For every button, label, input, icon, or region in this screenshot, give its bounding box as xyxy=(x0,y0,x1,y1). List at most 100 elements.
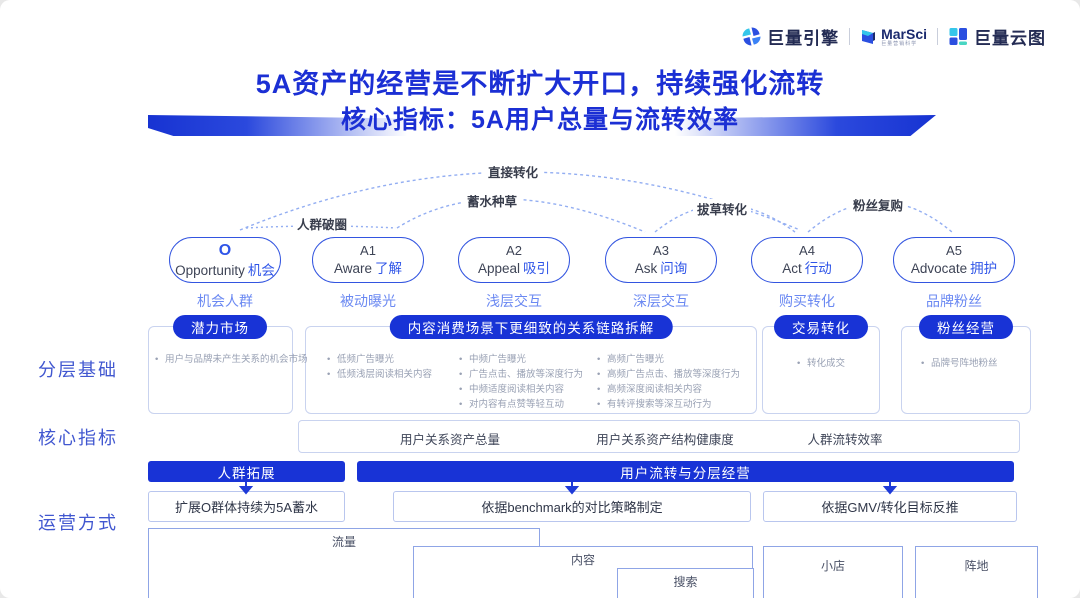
core-metrics-box xyxy=(298,420,1020,453)
bullet-item: 高频广告点击、播放等深度行为 xyxy=(596,367,740,382)
row-label-operation-mode: 运营方式 xyxy=(38,513,118,533)
bullet-item: 高频深度阅读相关内容 xyxy=(596,382,740,397)
bullet-item: 中频广告曝光 xyxy=(458,352,583,367)
brand-marsci-sublabel: 巨量营销科学 xyxy=(881,40,918,47)
bullet-item: 中频适度阅读相关内容 xyxy=(458,382,583,397)
stage-sublabel-act: 购买转化 xyxy=(779,293,835,309)
bullet-list-high-frequency: 高频广告曝光 高频广告点击、播放等深度行为 高频深度阅读相关内容 有转评搜索等深… xyxy=(596,352,740,412)
bullet-item: 有转评搜索等深互动行为 xyxy=(596,397,740,412)
stage-name-zh: 拥护 xyxy=(970,260,998,276)
stage-name-zh: 机会 xyxy=(247,262,275,278)
stage-name-en: Ask xyxy=(634,260,658,276)
arc-label-fan-repurchase: 粉丝复购 xyxy=(848,195,908,214)
arc-label-seeding: 蓄水种草 xyxy=(462,191,522,210)
bullet-item: 广告点击、播放等深度行为 xyxy=(458,367,583,382)
channel-box-search: 搜索 xyxy=(617,568,754,598)
yuntu-blocks-icon xyxy=(949,28,967,45)
channel-box-shop: 小店 xyxy=(763,546,903,598)
stage-sublabel-opportunity: 机会人群 xyxy=(197,293,253,309)
metric-structure-health: 用户关系资产结构健康度 xyxy=(596,433,734,447)
brand-marsci: MarSci 巨量营销科学 xyxy=(860,27,927,47)
stage-code: A5 xyxy=(946,242,962,258)
group-box-potential-market xyxy=(148,326,293,414)
strategy-box-gmv: 依据GMV/转化目标反推 xyxy=(763,491,1017,522)
group-header-content-links: 内容消费场景下更细致的关系链路拆解 xyxy=(389,315,673,339)
stage-name-zh: 了解 xyxy=(375,260,403,276)
op-bar-crowd-expansion: 人群拓展 xyxy=(148,461,345,482)
juliang-engine-pinwheel-icon xyxy=(742,27,761,46)
logo-divider xyxy=(937,28,938,45)
bullet-list-potential-market: 用户与品牌未产生关系的机会市场 xyxy=(154,352,308,367)
row-label-core-metrics: 核心指标 xyxy=(38,428,118,448)
brand-juliang-engine-label: 巨量引擎 xyxy=(767,29,840,48)
channel-label: 内容 xyxy=(570,553,595,567)
bullet-list-fan-operation: 品牌号阵地粉丝 xyxy=(920,356,998,371)
strategy-box-benchmark: 依据benchmark的对比策略制定 xyxy=(393,491,751,522)
stage-sublabel-ask: 深层交互 xyxy=(633,293,689,309)
title-banner-swoosh-right xyxy=(652,115,936,136)
channel-label: 小店 xyxy=(820,559,845,573)
slide-title-line1: 5A资产的经营是不断扩大开口，持续强化流转 xyxy=(255,69,825,99)
stage-sublabel-advocate: 品牌粉丝 xyxy=(926,293,982,309)
stage-name-zh: 行动 xyxy=(804,260,832,276)
stage-name-en: Opportunity xyxy=(175,262,245,278)
stage-name-en: Appeal xyxy=(477,260,521,276)
stage-code: O xyxy=(218,241,232,259)
stage-name-en: Aware xyxy=(333,260,373,276)
metric-flow-efficiency: 人群流转效率 xyxy=(807,433,883,447)
bullet-item: 用户与品牌未产生关系的机会市场 xyxy=(154,352,308,367)
arc-label-crowd-breakout: 人群破圈 xyxy=(292,214,352,233)
bullet-list-mid-frequency: 中频广告曝光 广告点击、播放等深度行为 中频适度阅读相关内容 对内容有点赞等轻互… xyxy=(458,352,583,412)
bullet-item: 低频浅层阅读相关内容 xyxy=(326,367,432,382)
bullet-item: 转化成交 xyxy=(796,356,845,371)
brand-juliang-yuntu-label: 巨量云图 xyxy=(974,29,1046,48)
stage-name-zh: 问询 xyxy=(660,260,688,276)
arc-label-pick-conversion: 拔草转化 xyxy=(692,199,752,218)
stage-name-zh: 吸引 xyxy=(523,260,551,276)
bullet-list-trade-conversion: 转化成交 xyxy=(796,356,845,371)
stage-code: A4 xyxy=(799,242,815,258)
bullet-item: 对内容有点赞等轻互动 xyxy=(458,397,583,412)
title-banner-swoosh-left xyxy=(148,115,430,136)
stage-code: A3 xyxy=(653,242,669,258)
stage-name-en: Act xyxy=(782,260,802,276)
channel-label: 搜索 xyxy=(673,575,698,589)
channel-box-position: 阵地 xyxy=(915,546,1038,598)
row-label-layer-basis: 分层基础 xyxy=(38,360,118,380)
brand-juliang-yuntu: 巨量云图 xyxy=(948,24,1046,49)
brand-marsci-label: MarSci xyxy=(881,25,927,42)
stage-code: A1 xyxy=(360,242,376,258)
header-logos: 巨量引擎 MarSci 巨量营销科学 巨量云图 xyxy=(741,24,1046,49)
bullet-item: 品牌号阵地粉丝 xyxy=(920,356,998,371)
marsci-cube-icon xyxy=(862,29,876,44)
bullet-item: 低频广告曝光 xyxy=(326,352,432,367)
group-header-potential-market: 潜力市场 xyxy=(173,315,267,339)
group-header-trade-conversion: 交易转化 xyxy=(774,315,868,339)
group-header-fan-operation: 粉丝经营 xyxy=(919,315,1013,339)
stage-name-en: Advocate xyxy=(910,260,968,276)
slide-title-line2: 核心指标：5A用户总量与流转效率 xyxy=(341,106,739,134)
stage-sublabel-appeal: 浅层交互 xyxy=(486,293,542,309)
logo-divider xyxy=(849,28,851,45)
channel-label: 流量 xyxy=(331,535,356,549)
bullet-list-low-frequency: 低频广告曝光 低频浅层阅读相关内容 xyxy=(326,352,432,382)
stage-code: A2 xyxy=(506,242,522,258)
arc-label-direct-conversion: 直接转化 xyxy=(483,162,543,181)
stage-sublabel-aware: 被动曝光 xyxy=(340,293,396,309)
strategy-box-expand-o: 扩展O群体持续为5A蓄水 xyxy=(148,491,345,522)
channel-label: 阵地 xyxy=(964,559,989,573)
brand-juliang-engine: 巨量引擎 xyxy=(741,24,839,49)
